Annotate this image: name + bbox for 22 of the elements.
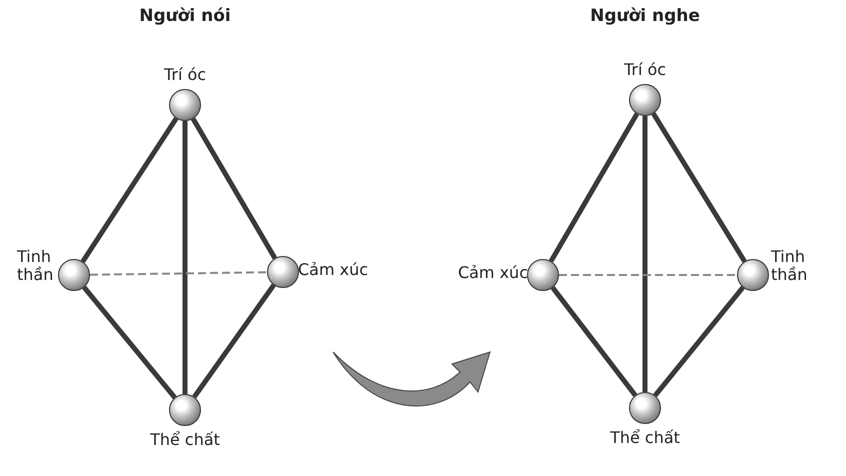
dashed-line (559, 274, 737, 276)
double-line (642, 116, 648, 392)
double-line (548, 112, 640, 262)
node-label: Trí óc (164, 66, 206, 84)
node-label: Cảm xúc (458, 264, 528, 282)
double-line (190, 118, 278, 260)
node-label: Thể chất (610, 429, 680, 448)
group-heading: Người nói (139, 6, 231, 26)
node-label: Tinh thần (17, 248, 54, 285)
dashed-line (90, 271, 268, 276)
double-line (82, 286, 177, 400)
double-line (653, 286, 745, 398)
double-line (80, 117, 178, 263)
double-line (182, 121, 188, 394)
node-label: Cảm xúc (298, 260, 368, 279)
double-line (651, 112, 747, 263)
double-line (550, 286, 638, 397)
node-label: Trí óc (624, 60, 666, 79)
node-label: Tinh thần (771, 248, 808, 285)
double-line (192, 284, 276, 398)
group-heading: Người nghe (590, 6, 700, 26)
node-label: Thể chất (150, 431, 220, 450)
